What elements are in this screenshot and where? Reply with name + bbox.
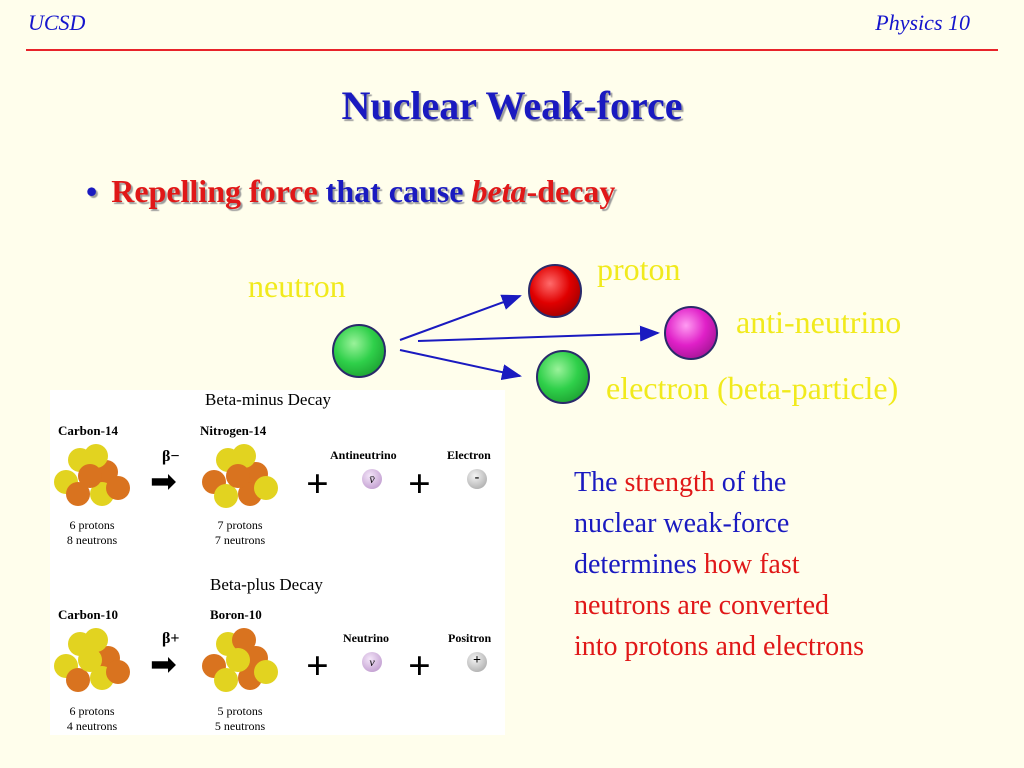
beta-plus-title: Beta-plus Decay <box>210 575 323 594</box>
arrow-to-proton <box>399 294 522 341</box>
proton-count: 6 protons <box>69 518 115 532</box>
carbon-10-label: Carbon-10 <box>58 607 118 622</box>
strength-text-the: The <box>574 467 625 498</box>
slide-title: Nuclear Weak-force <box>341 83 683 128</box>
nitrogen-14-label: Nitrogen-14 <box>200 423 267 438</box>
neutron-count: 8 neutrons <box>66 533 118 547</box>
arrow-icon: ➡ <box>150 646 177 682</box>
electron-sphere <box>536 350 590 404</box>
bullet-dot-icon: • <box>86 173 98 209</box>
beta-minus-title: Beta-minus Decay <box>205 390 332 409</box>
arrow-to-electron <box>399 349 522 381</box>
strength-line-3: determines how fast <box>574 544 864 585</box>
boron-10-counts: 5 protons 5 neutrons <box>208 704 272 734</box>
proton-count: 6 protons <box>69 704 115 718</box>
arrow-to-anti-neutrino <box>417 325 660 342</box>
plus-sign: + <box>306 643 329 688</box>
boron-10-label: Boron-10 <box>210 607 262 622</box>
header-right-text: Physics 10 <box>875 10 970 35</box>
strength-text-of-the: of the <box>714 467 787 498</box>
beta-plus-symbol: β+ <box>162 630 180 647</box>
neutron-count: 7 neutrons <box>214 533 266 547</box>
carbon-10-nucleus-icon <box>54 628 130 692</box>
boron-10-nucleus-icon <box>202 628 278 692</box>
neutron-count: 4 neutrons <box>66 719 118 733</box>
positron-label: Positron <box>448 631 492 645</box>
proton-sphere <box>528 264 582 318</box>
bullet-point: • Repelling force that cause beta-decay <box>86 173 615 210</box>
bullet-text-decay: -decay <box>526 173 616 209</box>
proton-count: 7 protons <box>217 518 263 532</box>
header-left-text: UCSD <box>28 10 86 35</box>
header-divider <box>26 49 998 51</box>
strength-text-strength: strength <box>624 467 715 498</box>
plus-sign: + <box>408 461 431 506</box>
bullet-text-beta: beta <box>471 173 527 209</box>
bullet-text-repelling: Repelling force <box>111 173 318 209</box>
antineutrino-label: Antineutrino <box>330 448 397 462</box>
proton-count: 5 protons <box>217 704 263 718</box>
nitrogen-14-counts: 7 protons 7 neutrons <box>208 518 272 548</box>
nitrogen-14-nucleus-icon <box>202 444 278 508</box>
plus-sign: + <box>408 643 431 688</box>
strength-line-1: The strength of the <box>574 462 864 503</box>
anti-neutrino-label: anti-neutrino <box>736 304 902 340</box>
plus-sign: + <box>306 461 329 506</box>
bullet-text-that-cause: that cause <box>317 173 472 209</box>
strength-line-2: nuclear weak-force <box>574 508 790 539</box>
neutron-label: neutron <box>248 268 346 304</box>
strength-description: The strength of the nuclear weak-force d… <box>574 462 864 667</box>
strength-text-how-fast: how fast <box>703 549 800 580</box>
carbon-14-nucleus-icon <box>54 444 130 506</box>
carbon-14-label: Carbon-14 <box>58 423 118 438</box>
electron-icon: - <box>467 469 487 489</box>
neutron-count: 5 neutrons <box>214 719 266 733</box>
neutrino-label: Neutrino <box>343 631 389 645</box>
strength-text-determines: determines <box>574 549 704 580</box>
antineutrino-icon: v̄ <box>362 469 382 489</box>
carbon-10-counts: 6 protons 4 neutrons <box>60 704 124 734</box>
carbon-14-counts: 6 protons 8 neutrons <box>60 518 124 548</box>
electron-label: electron (beta-particle) <box>606 370 899 406</box>
electron-particle-label: Electron <box>447 448 491 462</box>
beta-minus-symbol: β− <box>162 448 180 465</box>
neutrino-icon: v <box>362 652 382 672</box>
anti-neutrino-sphere <box>664 306 718 360</box>
neutron-sphere <box>332 324 386 378</box>
positron-icon: + <box>467 652 487 672</box>
proton-label: proton <box>597 251 681 287</box>
arrow-icon: ➡ <box>150 463 177 499</box>
beta-decay-illustration: Beta-minus Decay Carbon-14 Nitrogen-14 β… <box>50 390 505 735</box>
strength-line-5: into protons and electrons <box>574 631 865 662</box>
strength-line-4: neutrons are converted <box>574 590 829 621</box>
